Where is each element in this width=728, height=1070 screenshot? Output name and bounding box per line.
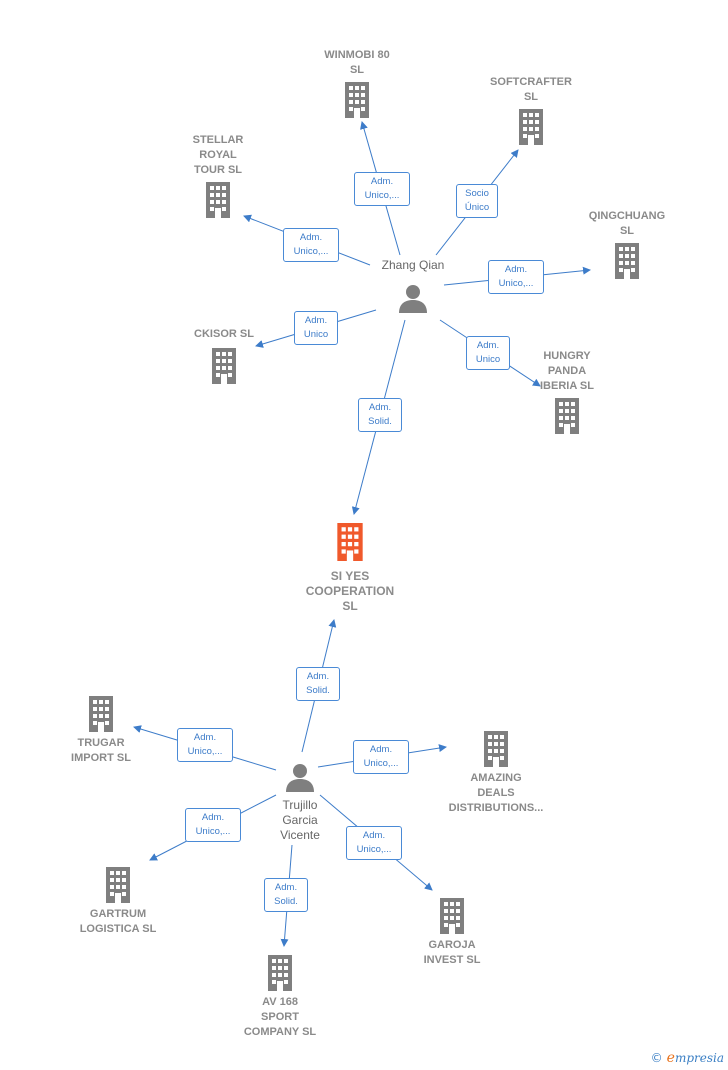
building-icon — [519, 109, 543, 145]
person-label: Trujillo Garcia Vicente — [280, 798, 320, 842]
company-label: WINMOBI 80 SL — [324, 49, 390, 76]
company-label: HUNGRY PANDA IBERIA SL — [540, 350, 594, 392]
company-label: QINGCHUANG SL — [588, 210, 666, 237]
person-icon — [286, 764, 314, 792]
building-icon — [337, 523, 363, 561]
company-label: STELLAR ROYAL TOUR SL — [192, 134, 244, 176]
company-label: SOFTCRAFTER SL — [490, 76, 572, 103]
person-trujillo[interactable]: Trujillo Garcia Vicente — [250, 762, 350, 843]
company-softcrafter[interactable]: SOFTCRAFTER SL — [481, 75, 581, 145]
company-label: TRUGAR IMPORT SL — [71, 737, 131, 764]
edge-label-amazing: Adm. Unico,... — [353, 740, 409, 774]
company-label: AV 168 SPORT COMPANY SL — [243, 996, 317, 1038]
edge-label-winmobi: Adm. Unico,... — [354, 172, 410, 206]
company-label: AMAZING DEALS DISTRIBUTIONS... — [448, 772, 544, 814]
company-winmobi[interactable]: WINMOBI 80 SL — [307, 48, 407, 118]
main-company-label: SI YES COOPERATION SL — [305, 569, 395, 613]
edge-label-softcrafter: Socio Único — [456, 184, 498, 218]
company-qingchuang[interactable]: QINGCHUANG SL — [577, 209, 677, 279]
edge-label-hungry: Adm. Unico — [466, 336, 510, 370]
building-icon — [206, 182, 230, 218]
main-company[interactable]: SI YES COOPERATION SL — [290, 523, 410, 614]
edge-label-trugar: Adm. Unico,... — [177, 728, 233, 762]
building-icon — [212, 348, 236, 384]
building-icon — [484, 731, 508, 767]
edge-label-gartrum: Adm. Unico,... — [185, 808, 241, 842]
empresia-logo[interactable]: ©empresia — [651, 1050, 724, 1066]
person-zhang-qian[interactable]: Zhang Qian — [358, 258, 468, 313]
brand-name: mpresia — [674, 1051, 724, 1065]
company-trugar[interactable]: TRUGAR IMPORT SL — [51, 696, 151, 766]
edge-label-stellar: Adm. Unico,... — [283, 228, 339, 262]
company-ckisor[interactable]: CKISOR SL — [174, 327, 274, 384]
edge-label-qingchuang: Adm. Unico,... — [488, 260, 544, 294]
edge-label-zhang-main: Adm. Solid. — [358, 398, 402, 432]
building-icon — [268, 955, 292, 991]
company-label: CKISOR SL — [194, 328, 254, 340]
copyright-icon: © — [650, 1051, 663, 1065]
building-icon — [89, 696, 113, 732]
company-garoja[interactable]: GAROJA INVEST SL — [402, 898, 502, 968]
edge-label-av168: Adm. Solid. — [264, 878, 308, 912]
person-label: Zhang Qian — [381, 258, 445, 272]
company-stellar[interactable]: STELLAR ROYAL TOUR SL — [168, 133, 268, 218]
building-icon — [345, 82, 369, 118]
building-icon — [555, 398, 579, 434]
company-label: GARTRUM LOGISTICA SL — [79, 908, 157, 935]
company-gartrum[interactable]: GARTRUM LOGISTICA SL — [68, 867, 168, 937]
building-icon — [440, 898, 464, 934]
edge-label-ckisor: Adm. Unico — [294, 311, 338, 345]
company-amazing[interactable]: AMAZING DEALS DISTRIBUTIONS... — [436, 731, 556, 816]
company-hungry[interactable]: HUNGRY PANDA IBERIA SL — [517, 349, 617, 434]
edge-label-trujillo-main: Adm. Solid. — [296, 667, 340, 701]
company-av168[interactable]: AV 168 SPORT COMPANY SL — [230, 955, 330, 1040]
person-icon — [399, 285, 427, 313]
brand-initial: e — [666, 1050, 675, 1066]
building-icon — [615, 243, 639, 279]
building-icon — [106, 867, 130, 903]
company-label: GAROJA INVEST SL — [423, 939, 481, 966]
edge-label-garoja: Adm. Unico,... — [346, 826, 402, 860]
